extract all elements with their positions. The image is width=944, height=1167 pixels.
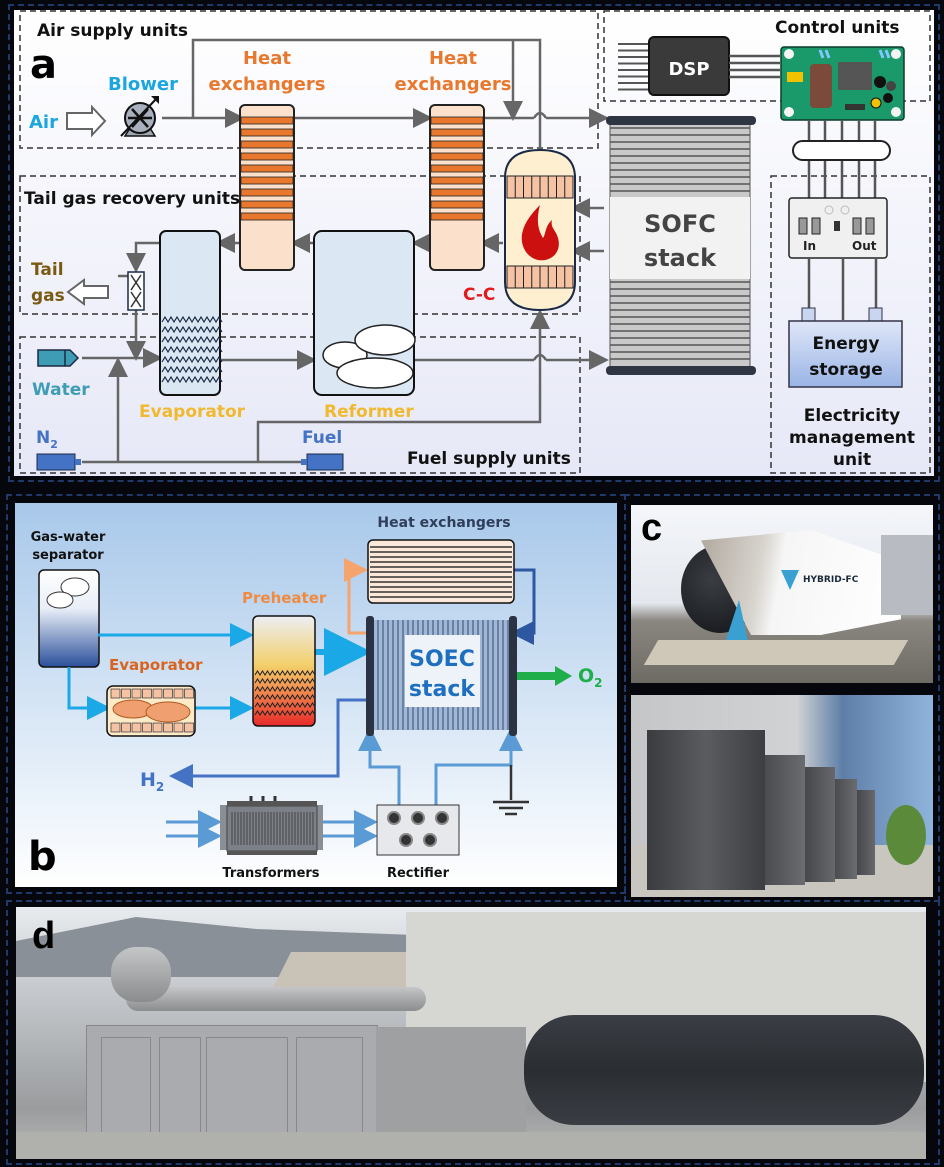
soec-label-1: SOEC: [409, 647, 475, 672]
switch-in-label: In: [803, 239, 816, 253]
fuel-supply-title: Fuel supply units: [407, 449, 571, 469]
transformers-label: Transformers: [222, 866, 319, 881]
water-label: Water: [32, 380, 90, 400]
evaporator: [159, 230, 223, 396]
hx-b-label: Heat exchangers: [377, 515, 510, 531]
cc-label: C-C: [463, 285, 495, 305]
hx2-label-2: exchangers: [395, 74, 512, 95]
air-supply-group: [19, 10, 599, 149]
fuel-label: Fuel: [302, 428, 342, 448]
panel-b-diagram: b Gas-water separator Evaporator: [15, 503, 617, 887]
separator-label-2: separator: [32, 548, 104, 563]
gas-water-separator: [38, 569, 100, 668]
panel-d-letter: d: [32, 915, 56, 957]
heat-exchanger-1: [239, 104, 295, 271]
combustion-chamber: [504, 148, 576, 312]
heat-exchanger-b: [367, 539, 515, 604]
flame-icon: [521, 205, 559, 261]
air-supply-title: Air supply units: [37, 21, 188, 41]
energy-storage-label-1: Energy: [813, 334, 880, 354]
control-title: Control units: [775, 18, 899, 38]
control-group: [603, 10, 931, 102]
hx2-label-1: Heat: [429, 48, 477, 69]
switch-out-label: Out: [852, 239, 877, 253]
rectifier-icon: [376, 804, 460, 856]
valve-icon: [127, 271, 145, 311]
sofc-label-2: stack: [644, 244, 717, 272]
rectifier-label: Rectifier: [387, 866, 450, 881]
panel-a-frame: [8, 4, 940, 482]
soec-label-2: stack: [409, 677, 476, 702]
sofc-stack: [606, 116, 756, 375]
o2-outlet-arrow: [555, 666, 572, 686]
energy-storage: [788, 307, 903, 388]
panel-a-letter: a: [30, 42, 57, 88]
energy-storage-label-2: storage: [809, 360, 882, 380]
dsp-chip: [618, 36, 780, 96]
n2-label: N2: [36, 428, 58, 451]
wire-bundle-clip: [792, 140, 891, 161]
electricity-title-2: management: [789, 428, 915, 448]
tail-gas-label-2: gas: [31, 286, 65, 306]
n2-cylinder-icon: [36, 453, 81, 471]
o2-label: O2: [578, 665, 603, 690]
panel-a-diagram: Air supply units Tail gas recovery units…: [14, 10, 934, 476]
panel-b: b Gas-water separator Evaporator: [15, 503, 617, 887]
separator-label-1: Gas-water: [31, 530, 106, 545]
panel-c-letter: c: [641, 507, 663, 549]
electricity-title-1: Electricity: [804, 406, 901, 426]
panel-a: Air supply units Tail gas recovery units…: [14, 10, 934, 476]
blower-icon: [120, 96, 159, 137]
evaporator-label: Evaporator: [139, 402, 246, 422]
h2-label: H2: [140, 769, 164, 794]
tail-gas-label-1: Tail: [31, 260, 64, 280]
electricity-group: [770, 175, 931, 474]
panel-d-frame: [6, 900, 940, 1165]
fuel-cell-cabinets-photo: [631, 695, 933, 897]
hybrid-fc-photo: HYBRID-FC c: [631, 505, 933, 683]
transformer-icon: [220, 796, 323, 855]
tail-gas-title: Tail gas recovery units: [24, 189, 240, 209]
reformer: [313, 230, 416, 396]
sofc-label-1: SOFC: [644, 210, 716, 238]
evaporator-b-label: Evaporator: [109, 656, 203, 674]
panel-b-letter: b: [28, 834, 57, 880]
tail-gas-group: [19, 175, 581, 315]
control-wires: [807, 120, 877, 210]
hx1-label-2: exchangers: [209, 74, 326, 95]
tail-gas-outlet-arrow: [66, 278, 109, 306]
dsp-label: DSP: [668, 59, 709, 80]
air-inlet-arrow: [66, 104, 107, 138]
fuel-cylinder-icon: [301, 453, 344, 471]
evaporator-b: [106, 685, 196, 737]
switch-box: [788, 197, 888, 259]
reformer-label: Reformer: [324, 402, 414, 422]
hx1-label-1: Heat: [243, 48, 291, 69]
sofc-plant-photo: d: [16, 907, 926, 1159]
heat-exchanger-2: [429, 104, 485, 271]
air-label: Air: [29, 112, 58, 133]
water-tank-icon: [37, 349, 80, 367]
preheater: [252, 615, 316, 727]
fuel-supply-group: [19, 336, 581, 474]
ground-icon: [493, 765, 529, 816]
electricity-title-3: unit: [833, 450, 871, 470]
preheater-label: Preheater: [242, 589, 327, 607]
hybrid-fc-brand: HYBRID-FC: [803, 575, 859, 585]
control-board-icon: [780, 46, 905, 121]
blower-label: Blower: [108, 74, 178, 95]
soec-stack: [366, 616, 517, 736]
